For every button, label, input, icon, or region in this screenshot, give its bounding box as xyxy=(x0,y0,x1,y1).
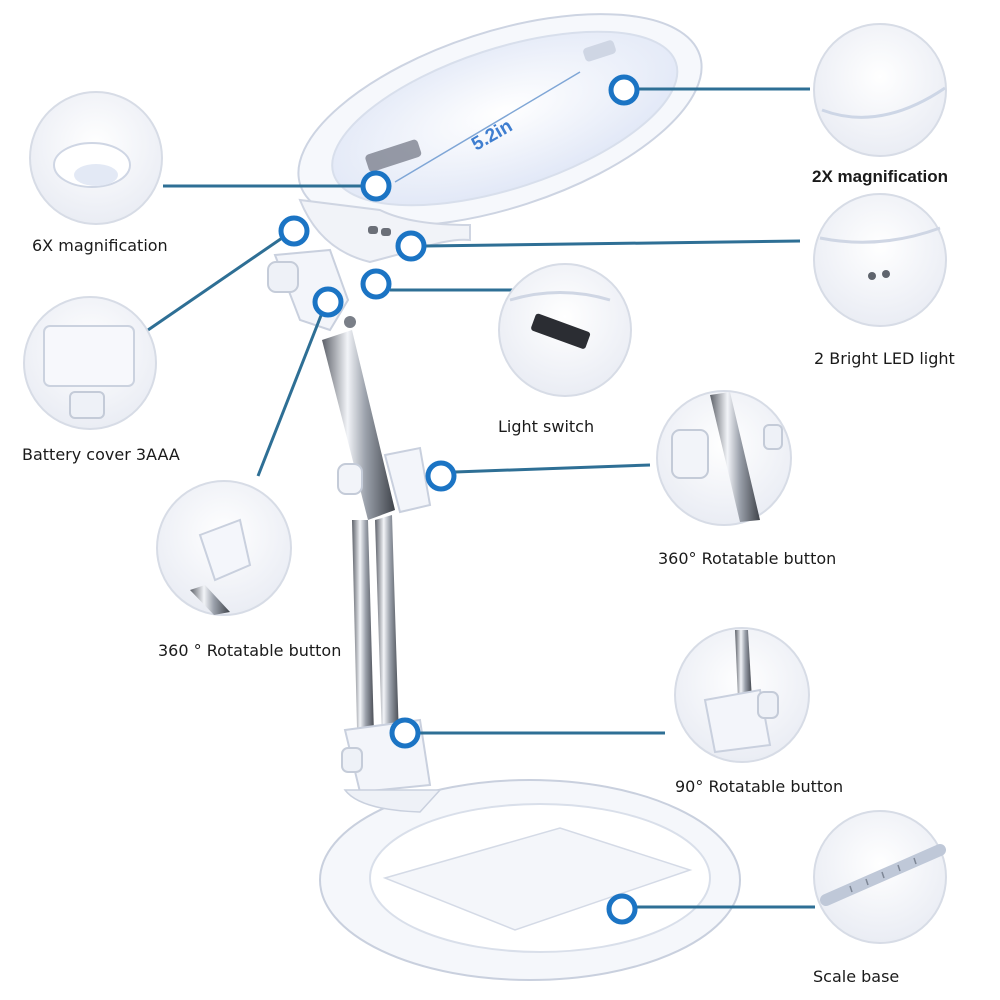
label-360-rotatable-right: 360° Rotatable button xyxy=(658,549,837,568)
detail-6x xyxy=(29,91,163,225)
callout-marker-icon xyxy=(389,717,421,749)
upper-arm xyxy=(322,330,395,520)
label-2x-magnification: 2X magnification xyxy=(812,167,949,186)
detail-battery xyxy=(23,296,157,430)
detail-360-left xyxy=(156,480,292,616)
detail-scale xyxy=(813,810,947,944)
label-battery-cover: Battery cover 3AAA xyxy=(22,445,180,464)
detail-360-right xyxy=(656,390,792,526)
callout-marker-icon xyxy=(606,893,638,925)
detail-90 xyxy=(674,627,810,763)
callout-marker-icon xyxy=(360,170,392,202)
callout-marker-icon xyxy=(360,268,392,300)
callout-markers xyxy=(278,74,640,925)
detail-led xyxy=(813,193,947,327)
callout-marker-icon xyxy=(312,286,344,318)
callout-lines xyxy=(147,87,815,909)
measure-line xyxy=(394,71,581,183)
callout-marker-icon xyxy=(425,460,457,492)
detail-2x xyxy=(813,23,947,157)
scale-base xyxy=(319,779,741,981)
label-90-rotatable: 90° Rotatable button xyxy=(675,777,844,796)
label-6x-magnification: 6X magnification xyxy=(32,236,168,255)
callout-marker-icon xyxy=(395,230,427,262)
detail-light-switch xyxy=(498,263,632,397)
magnifier-lamp-icon xyxy=(267,13,741,981)
label-light-switch: Light switch xyxy=(498,417,595,436)
callout-marker-icon xyxy=(608,74,640,106)
label-360-rotatable-left: 360 ° Rotatable button xyxy=(158,641,342,660)
label-scale-base: Scale base xyxy=(813,967,900,986)
callout-marker-icon xyxy=(278,215,310,247)
lower-arm xyxy=(352,520,375,770)
label-led-light: 2 Bright LED light xyxy=(814,349,955,368)
